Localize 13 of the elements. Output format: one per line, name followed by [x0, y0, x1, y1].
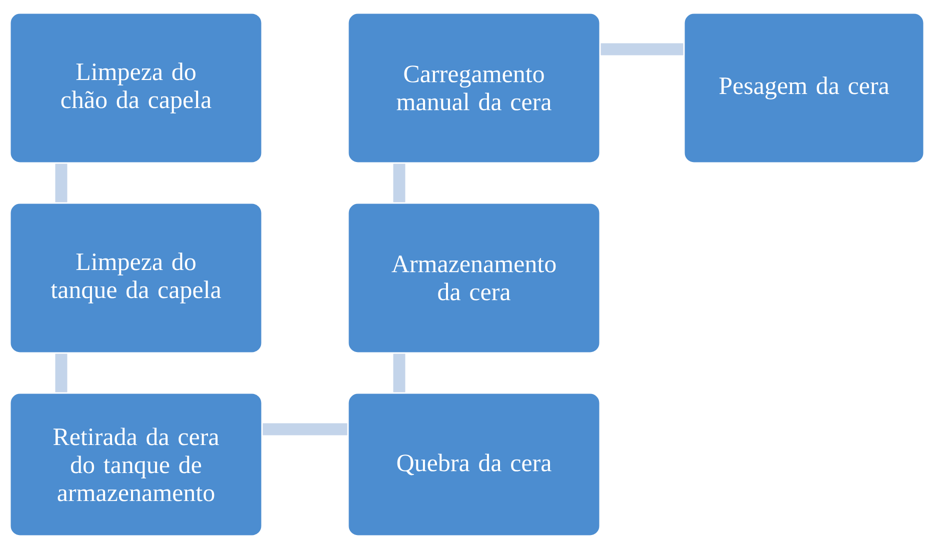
connector-bar — [600, 43, 684, 56]
connector-bar — [393, 164, 406, 202]
process-box: Retirada da cera do tanque de armazenamento — [9, 392, 263, 537]
process-box: Armazenamento da cera — [347, 202, 601, 354]
connector-bar — [55, 164, 68, 202]
connector-bar — [393, 354, 406, 392]
process-box: Limpeza do tanque da capela — [9, 202, 263, 354]
process-box: Quebra da cera — [347, 392, 601, 537]
connector-bar — [262, 423, 348, 436]
connector-bar — [55, 354, 68, 392]
process-box: Limpeza do chão da capela — [9, 12, 263, 164]
process-box: Pesagem da cera — [683, 12, 925, 164]
process-box: Carregamento manual da cera — [347, 12, 601, 164]
